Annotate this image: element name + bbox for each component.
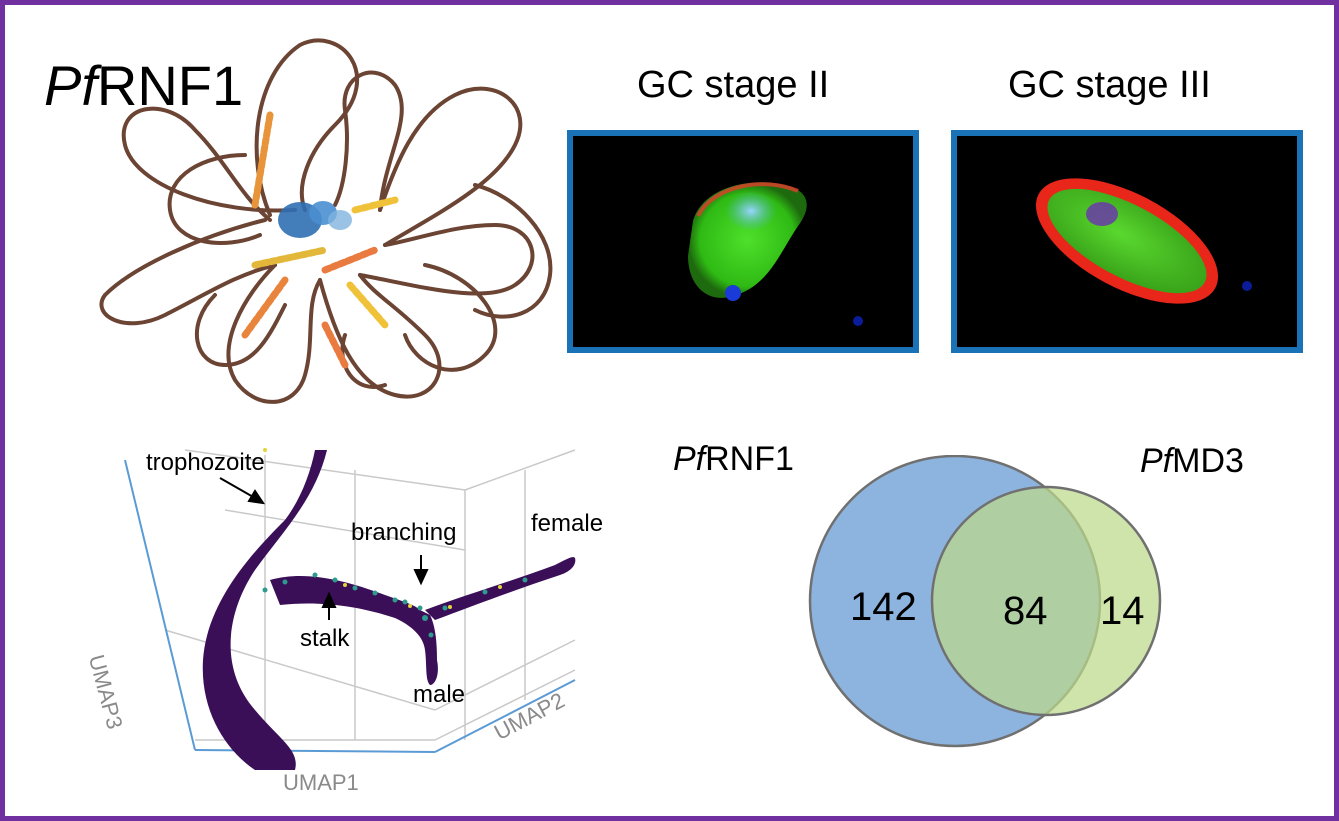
venn-count-md3-only: 14 (1100, 589, 1145, 633)
venn-count-overlap: 84 (1003, 589, 1048, 633)
umap-axis-1: UMAP1 (283, 770, 359, 795)
protein-title: PfRNF1 (44, 54, 244, 117)
venn-count-rnf1-only: 142 (850, 585, 917, 629)
venn-label-md3: PfMD3 (1140, 442, 1244, 480)
stage-iii-label: GC stage III (1008, 64, 1211, 106)
umap-label-stalk: stalk (300, 625, 350, 652)
venn-label-rnf1: PfRNF1 (673, 440, 794, 478)
microscopy-stage-iii-image (951, 130, 1303, 353)
protein-structure-image (99, 38, 553, 404)
umap-label-trophozoite: trophozoite (146, 449, 265, 476)
umap-label-branching: branching (351, 519, 457, 546)
umap-label-male: male (413, 681, 466, 708)
venn-circle-md3 (930, 485, 1162, 717)
stage-ii-label: GC stage II (637, 64, 830, 106)
venn-diagram (808, 455, 1162, 748)
umap-label-female: female (531, 510, 604, 537)
microscopy-stage-ii-image (567, 130, 919, 353)
umap-plot (124, 448, 576, 770)
